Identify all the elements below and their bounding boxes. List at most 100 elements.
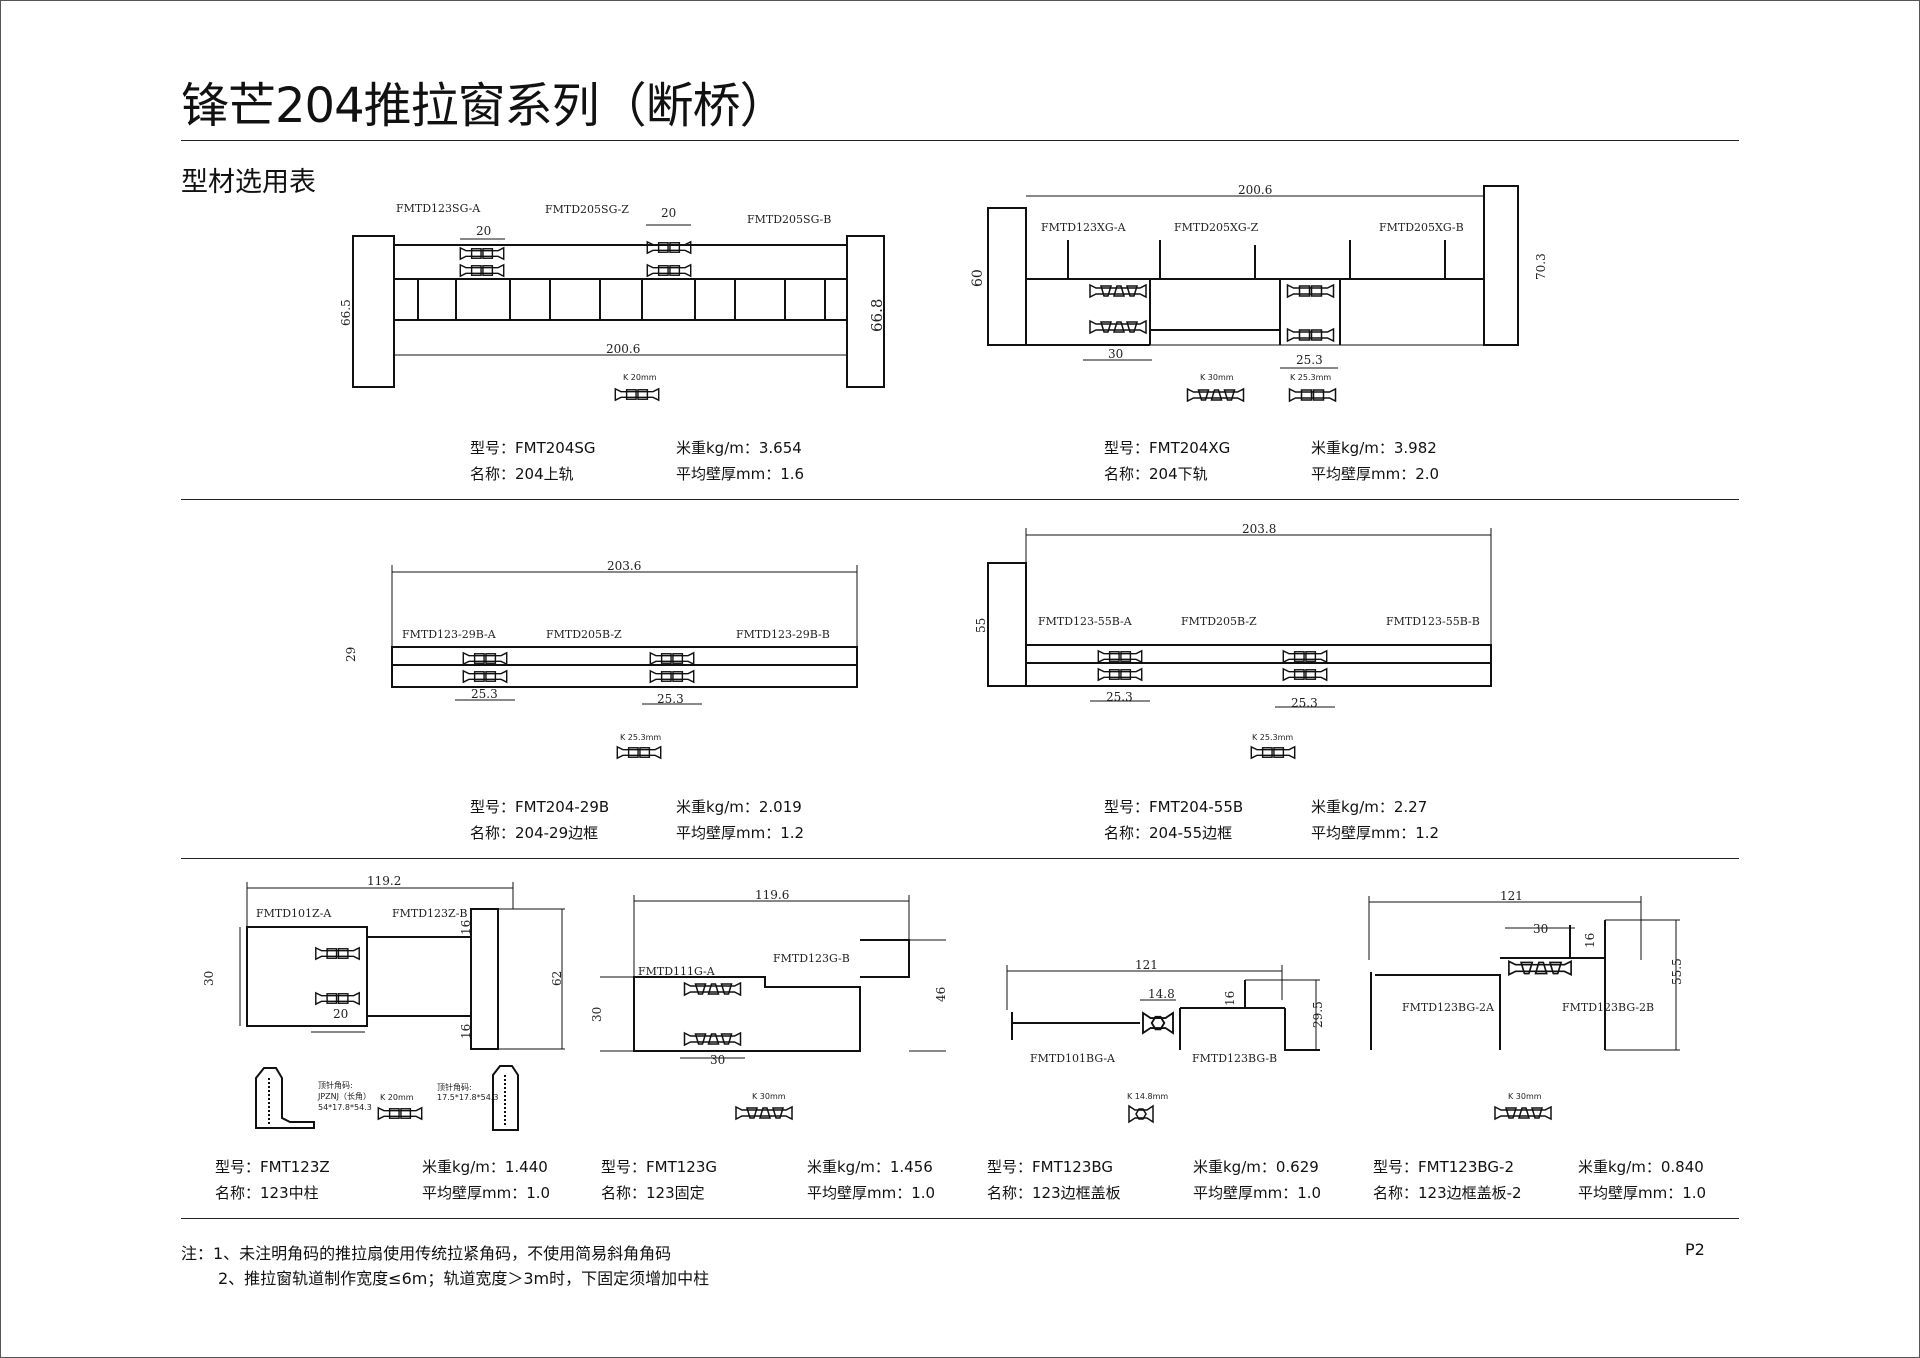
dimension: 30 [1108, 347, 1123, 361]
row-divider [181, 858, 1739, 859]
dimension: 14.8 [1148, 987, 1175, 1001]
dimension: 66.5 [339, 299, 353, 326]
dimension: 203.8 [1242, 522, 1276, 536]
spec-name: 名称：204上轨 [470, 465, 574, 483]
corner-code-icon [492, 1065, 519, 1131]
drawing-fmt204-55b: FMTD123-55B-A FMTD205B-Z FMTD123-55B-B 2… [974, 522, 1492, 760]
page-title: 锋芒204推拉窗系列（断桥） [181, 78, 788, 134]
corner-code-text: JPZNJ（长角） [317, 1091, 371, 1101]
dimension: 16 [1223, 991, 1237, 1006]
thermal-strip-icon [616, 745, 662, 760]
thermal-strip-label: K 25.3mm [1290, 373, 1331, 382]
part-label: FMTD101Z-A [256, 907, 332, 920]
dimension: 70.3 [1534, 253, 1548, 280]
spec-weight: 米重kg/m：0.840 [1578, 1158, 1704, 1176]
spec-weight: 米重kg/m：1.456 [807, 1158, 933, 1176]
dimension: 30 [202, 971, 216, 986]
spec-model: 型号：FMT123Z [215, 1158, 330, 1176]
dimension: 46 [934, 987, 948, 1002]
part-label: FMTD205SG-B [747, 213, 831, 226]
thermal-strip-icon [1250, 745, 1296, 760]
spec-name: 名称：204-29边框 [470, 824, 599, 842]
thermal-strip-label: K 30mm [1508, 1092, 1542, 1101]
drawing-fmt123bg: FMTD101BG-A FMTD123BG-B 121 14.8 16 29.5… [1006, 958, 1325, 1123]
spec-weight: 米重kg/m：0.629 [1193, 1158, 1319, 1176]
drawing-fmt123z: FMTD101Z-A FMTD123Z-B 119.2 30 62 16 16 … [202, 874, 565, 1131]
title-divider [181, 140, 1739, 141]
corner-code-text: 顶针角码: [318, 1080, 353, 1090]
thermal-strip-label: K 30mm [752, 1092, 786, 1101]
part-label: FMTD123G-B [773, 952, 850, 965]
dimension: 200.6 [606, 342, 640, 356]
dimension: 55 [974, 618, 988, 633]
dimension: 30 [1533, 922, 1548, 936]
spec-thickness: 平均壁厚mm：1.6 [676, 465, 805, 483]
dimension: 30 [590, 1007, 604, 1022]
part-label: FMTD123Z-B [392, 907, 468, 920]
spec-thickness: 平均壁厚mm：1.0 [1193, 1184, 1322, 1202]
dimension: 30 [710, 1053, 725, 1067]
part-label: FMTD205B-Z [546, 628, 622, 641]
note-2: 2、推拉窗轨道制作宽度≤6m；轨道宽度＞3m时，下固定须增加中柱 [218, 1269, 710, 1288]
spec-name: 名称：123固定 [601, 1184, 705, 1202]
spec-thickness: 平均壁厚mm：1.2 [1311, 824, 1440, 842]
spec-name: 名称：123中柱 [215, 1184, 319, 1202]
part-label: FMTD101BG-A [1030, 1052, 1116, 1065]
spec-model: 型号：FMT204SG [470, 439, 596, 457]
dimension: 25.3 [1106, 690, 1133, 704]
section-title: 型材选用表 [181, 167, 316, 198]
part-label: FMTD123XG-A [1041, 221, 1127, 234]
spec-thickness: 平均壁厚mm：2.0 [1311, 465, 1440, 483]
thermal-strip-label: K 14.8mm [1127, 1092, 1168, 1101]
spec-thickness: 平均壁厚mm：1.0 [422, 1184, 551, 1202]
corner-code-text: 17.5*17.8*54.3 [437, 1093, 498, 1102]
spec-model: 型号：FMT123BG [987, 1158, 1114, 1176]
spec-name: 名称：204-55边框 [1104, 824, 1233, 842]
spec-thickness: 平均壁厚mm：1.0 [807, 1184, 936, 1202]
corner-code-text: 顶针角码: [437, 1082, 472, 1092]
part-label: FMTD123BG-B [1192, 1052, 1277, 1065]
dimension: 203.6 [607, 559, 641, 573]
spec-thickness: 平均壁厚mm：1.0 [1578, 1184, 1707, 1202]
thermal-strip-icon [1288, 388, 1337, 402]
dimension: 25.3 [1296, 353, 1323, 367]
dimension: 16 [459, 1024, 473, 1039]
dimension: 25.3 [1291, 696, 1318, 710]
spec-name: 名称：123边框盖板-2 [1373, 1184, 1522, 1202]
row-divider [181, 1218, 1739, 1219]
part-label: FMTD123BG-2B [1562, 1001, 1654, 1014]
thermal-strip-icon [614, 388, 660, 401]
part-label: FMTD205SG-Z [545, 203, 629, 216]
spec-weight: 米重kg/m：1.440 [422, 1158, 548, 1176]
corner-code-text: 54*17.8*54.3 [318, 1103, 372, 1112]
dimension: 121 [1135, 958, 1158, 972]
drawing-fmt123g: FMTD111G-A FMTD123G-B 119.6 30 46 30 K 3… [590, 888, 948, 1120]
spec-name: 名称：123边框盖板 [987, 1184, 1121, 1202]
dimension: 62 [550, 971, 564, 986]
thermal-strip-label: K 25.3mm [1252, 733, 1293, 742]
thermal-strip-label: K 25.3mm [620, 733, 661, 742]
part-label: FMTD123-29B-A [402, 628, 497, 641]
dimension: 20 [476, 224, 491, 238]
part-label: FMTD205XG-B [1379, 221, 1464, 234]
part-label: FMTD205XG-Z [1174, 221, 1259, 234]
row-divider [181, 499, 1739, 500]
dimension: 20 [333, 1007, 348, 1021]
spec-thickness: 平均壁厚mm：1.2 [676, 824, 805, 842]
dimension: 55.5 [1670, 958, 1684, 985]
spec-name: 名称：204下轨 [1104, 465, 1208, 483]
dimension: 29 [344, 647, 358, 662]
dimension: 16 [459, 920, 473, 935]
dimension: 16 [1583, 933, 1597, 948]
note-1: 注：1、未注明角码的推拉扇使用传统拉紧角码，不使用简易斜角角码 [181, 1244, 672, 1263]
thermal-strip-label: K 20mm [623, 373, 657, 382]
part-label: FMTD123-55B-A [1038, 615, 1133, 628]
drawing-fmt123bg-2: FMTD123BG-2A FMTD123BG-2B 121 30 16 55.5… [1368, 889, 1684, 1120]
thermal-strip-icon [1128, 1105, 1154, 1123]
thermal-strip-icon [377, 1107, 423, 1120]
dimension: 20 [661, 206, 676, 220]
part-label: FMTD123BG-2A [1402, 1001, 1495, 1014]
part-label: FMTD123-29B-B [736, 628, 830, 641]
spec-weight: 米重kg/m：2.019 [676, 798, 802, 816]
